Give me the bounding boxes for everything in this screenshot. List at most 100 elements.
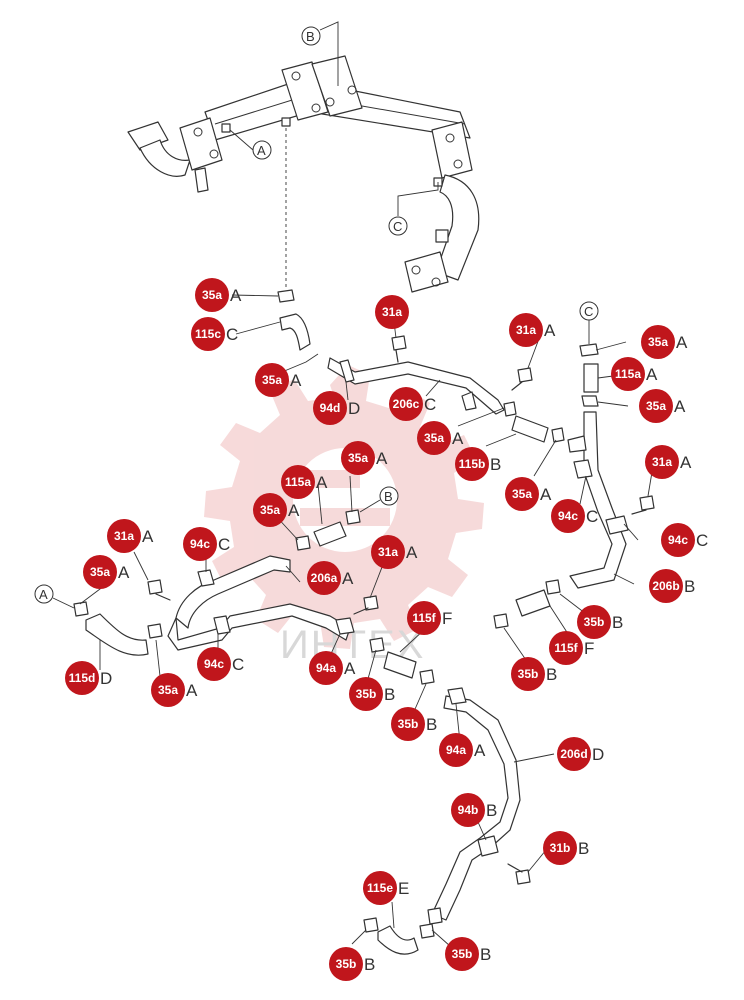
svg-text:B: B [384,489,393,504]
callout-suffix: A [646,365,658,384]
callout-badge [341,441,375,475]
callout-badge [661,523,695,557]
callout-suffix: D [348,399,360,418]
callout-suffix: A [186,681,198,700]
callout-badge [417,421,451,455]
callout-badge [391,707,425,741]
callout-badge [253,493,287,527]
callout-badge [307,561,341,595]
callout-suffix: B [364,955,375,974]
callout-badge [445,937,479,971]
callout-suffix: A [376,449,388,468]
callout-suffix: C [586,507,598,526]
ref-marker-b-top: B [301,26,321,46]
callout-suffix: A [452,429,464,448]
callout-badge [107,519,141,553]
callout-badge [83,555,117,589]
callout-suffix: A [342,569,354,588]
callout-suffix: A [290,371,302,390]
callout-badge-label: 115c [195,327,221,341]
callout-badge [371,535,405,569]
callout-badge-label: 94c [190,537,210,551]
callout-suffix: A [316,473,328,492]
ref-marker-b-mid: B [379,486,399,506]
clamp-35a-midleft [295,509,361,551]
callout-badge-label: 94c [668,533,688,547]
callout-badge [65,661,99,695]
callout-31a: 31a A [107,519,154,553]
callout-badge-label: 94b [458,803,479,817]
callout-badge [183,527,217,561]
exhaust-manifold [127,55,480,293]
callout-badge-label: 115f [412,611,436,625]
bolt-31a-left [147,579,171,601]
callout-suffix: A [142,527,154,546]
callout-badge-label: 31a [652,455,672,469]
callout-suffix: B [684,577,695,596]
callout-badge [511,657,545,691]
callout-badge-label: 35b [398,717,419,731]
bolt-31b [507,863,531,885]
callout-35b: 35b B [329,947,375,981]
callout-badge [577,605,611,639]
callout-badge [439,733,473,767]
callout-badge-label: 35a [348,451,368,465]
hose-115c [279,313,311,351]
callout-badge-label: 35a [646,399,666,413]
callout-badge-label: 115a [285,475,311,489]
callout-suffix: A [680,453,692,472]
bolt-31a-upper [391,335,407,363]
callout-suffix: E [398,879,409,898]
callout-badge-label: 35a [648,335,668,349]
callout-badge-label: 94c [204,657,224,671]
callout-badge-label: 35a [158,683,178,697]
callout-badge-label: 35b [584,615,605,629]
callout-badge-label: 31a [114,529,134,543]
callout-badge [309,651,343,685]
callout-badge-label: 115d [69,671,96,685]
callout-badge-label: 94a [446,743,466,757]
callout-badge-label: 35b [356,687,377,701]
callout-badge-label: 31b [550,841,571,855]
pipe-206a [167,555,355,651]
callout-badge [197,647,231,681]
callout-badge-label: 31a [378,545,398,559]
callout-suffix: A [544,321,556,340]
callout-badge-label: 35a [260,503,280,517]
leader-lines [79,294,653,947]
callout-badge-label: 35b [452,947,473,961]
callout-badge [363,871,397,905]
callout-suffix: B [384,685,395,704]
callout-suffix: A [118,563,130,582]
callout-badge [641,325,675,359]
callout-suffix: A [288,501,300,520]
callout-badge [549,631,583,665]
callout-suffix: C [424,395,436,414]
callout-badge-label: 35b [336,957,357,971]
callout-35a: 35a A [151,673,198,707]
callout-badge [649,569,683,603]
ref-marker-a-top: A [252,140,272,160]
callout-suffix: A [344,659,356,678]
callout-suffix: B [426,715,437,734]
callout-35b: 35b B [349,677,395,711]
ref-marker-c-right: C [579,301,599,321]
